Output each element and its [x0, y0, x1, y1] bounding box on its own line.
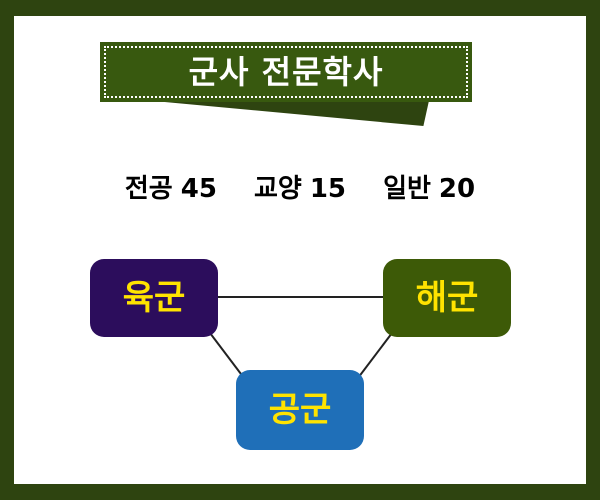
credit-major-label: 전공 [124, 174, 173, 204]
branch-navy: 해군 [383, 259, 511, 337]
credit-liberal-arts-value: 15 [309, 174, 347, 204]
credit-major-value: 45 [180, 174, 217, 204]
link-army-air [209, 332, 245, 379]
link-navy-air [357, 332, 393, 379]
title-banner: 군사 전문학사 [100, 42, 472, 102]
branch-air-force: 공군 [236, 370, 364, 450]
credit-general-label: 일반 [383, 174, 431, 204]
title-text: 군사 전문학사 [188, 53, 384, 91]
credit-liberal-arts-label: 교양 [253, 174, 302, 204]
branch-army: 육군 [90, 259, 218, 337]
credit-general-value: 20 [438, 174, 476, 204]
